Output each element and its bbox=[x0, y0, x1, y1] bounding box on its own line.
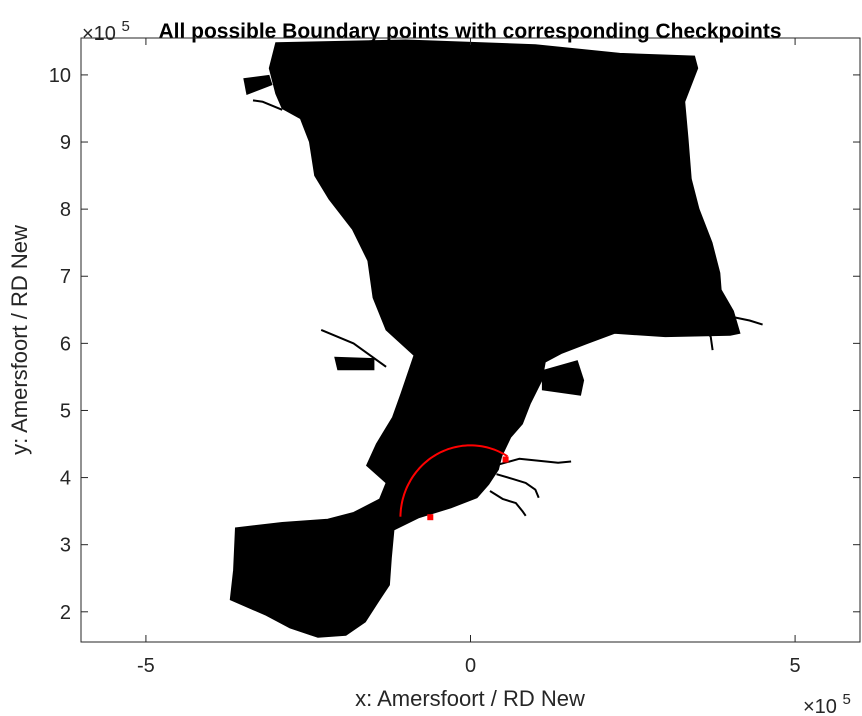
x-tick-label: 0 bbox=[465, 655, 476, 677]
y-tick-label: 10 bbox=[49, 65, 71, 87]
y-axis-ticks: 2 3 4 5 6 7 8 9 10 bbox=[49, 65, 860, 624]
river-channel bbox=[499, 457, 572, 466]
map-layer bbox=[229, 39, 763, 638]
y-tick-label: 7 bbox=[60, 266, 71, 288]
y-tick-label: 4 bbox=[60, 468, 71, 490]
river-channel bbox=[716, 312, 763, 326]
x-axis-ticks: -5 0 5 bbox=[137, 38, 801, 677]
y-axis-multiplier: ×10 5 bbox=[82, 18, 130, 45]
y-tick-label: 6 bbox=[60, 333, 71, 355]
y-multiplier-base: ×10 bbox=[82, 23, 116, 45]
river-channel bbox=[320, 328, 387, 368]
x-axis-multiplier: ×10 5 bbox=[803, 691, 851, 716]
boundary-arc bbox=[399, 444, 509, 517]
y-tick-label: 5 bbox=[60, 400, 71, 422]
chart-title: All possible Boundary points with corres… bbox=[158, 20, 781, 43]
domain-bay bbox=[334, 356, 375, 371]
x-multiplier-base: ×10 bbox=[803, 696, 837, 716]
checkpoint-marker bbox=[502, 456, 509, 463]
y-tick-label: 9 bbox=[60, 132, 71, 154]
domain-bay bbox=[541, 360, 585, 396]
river-channel bbox=[252, 99, 283, 111]
river-channel bbox=[690, 312, 714, 351]
y-tick-label: 2 bbox=[60, 602, 71, 624]
y-tick-label: 3 bbox=[60, 535, 71, 557]
x-multiplier-exponent: 5 bbox=[843, 691, 851, 708]
domain-bay bbox=[243, 74, 273, 95]
y-multiplier-exponent: 5 bbox=[122, 18, 130, 35]
y-axis-label: y: Amersfoort / RD New bbox=[7, 225, 32, 455]
x-tick-label: -5 bbox=[137, 655, 155, 677]
x-tick-label: 5 bbox=[790, 655, 801, 677]
plot-area bbox=[80, 37, 861, 643]
domain-polygon bbox=[229, 39, 741, 638]
checkpoint-marker bbox=[427, 514, 434, 521]
x-axis-label: x: Amersfoort / RD New bbox=[355, 686, 585, 711]
river-channel bbox=[489, 490, 527, 517]
river-channel bbox=[496, 473, 540, 499]
y-tick-label: 8 bbox=[60, 199, 71, 221]
